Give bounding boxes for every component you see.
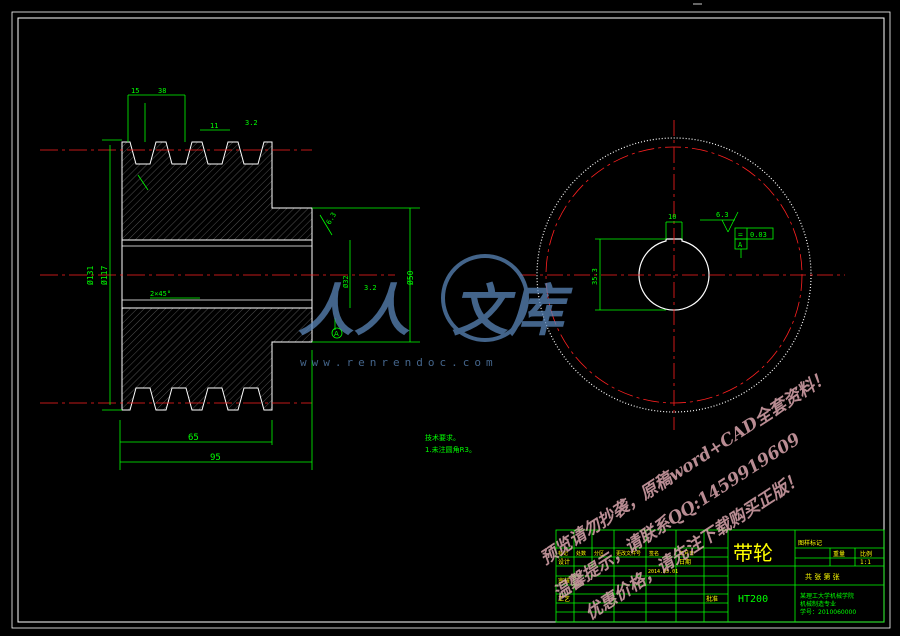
row-label-3: 更改文件号 <box>616 550 641 557</box>
section-view: A 15 38 11 3.2 Ø131 Ø117 65 95 Ø32 Ø50 2… <box>40 87 476 470</box>
dim-roughness-top: 3.2 <box>245 119 258 127</box>
school-line1: 某理工大学机械学院 <box>800 592 854 600</box>
sheet-border-outer <box>11 11 891 629</box>
design-label: 设计 <box>558 558 570 566</box>
hatch-rim-lower <box>121 307 313 411</box>
part-name: 带轮 <box>733 541 773 565</box>
watermark-logo-right: 文库 <box>452 279 573 344</box>
row-label-1: 处数 <box>576 550 586 557</box>
dim-groove-pitch: 15 <box>131 87 139 95</box>
watermark-logo-left: 人人 <box>298 279 410 344</box>
scale-value: 1:1 <box>860 559 871 566</box>
dim-groove-top: 38 <box>158 87 166 95</box>
title-block <box>555 529 885 623</box>
approve-label: 批准 <box>706 595 718 603</box>
top-label: 图样标记 <box>798 539 822 547</box>
dim-total-length: 95 <box>210 453 221 463</box>
tech-req-line1: 1.未注圆角R3。 <box>425 445 476 454</box>
row-label-2: 分区 <box>594 550 604 557</box>
material: HT200 <box>738 594 768 605</box>
hatch-rim-upper <box>121 141 313 241</box>
bore-with-keyway <box>638 238 710 311</box>
dim-bore: Ø32 <box>342 275 350 288</box>
datum-circle-a <box>331 327 343 339</box>
check-label: 审核 <box>558 577 570 585</box>
side-view: 6.3 = 0.03 A 10 35.3 <box>520 120 845 430</box>
process-label: 工艺 <box>558 595 570 603</box>
hub-label: 35.3 <box>591 268 599 285</box>
watermark-text-block: 预览请勿抄袭，原稿word+CAD全套资料！ 温馨提示，请联系QQ:145991… <box>537 367 833 624</box>
tech-req-title: 技术要求。 <box>425 433 460 442</box>
dim-roughness-bore: 3.2 <box>364 284 377 292</box>
tol-value: 0.03 <box>750 231 767 239</box>
dim-hub-dia: Ø50 <box>405 270 415 285</box>
keyway-dim: 10 <box>668 213 676 221</box>
dim-pd: Ø117 <box>99 266 109 285</box>
watermark-logo: 人人 文库 www.renrendoc.com <box>298 254 573 369</box>
sheet-border-inner <box>17 17 885 623</box>
dim-hub-length: 65 <box>188 433 199 443</box>
tol-datum: A <box>738 241 743 249</box>
side-roughness: 6.3 <box>716 211 729 219</box>
watermark-line1: 预览请勿抄袭，原稿word+CAD全套资料！ <box>537 367 833 569</box>
dim-od: Ø131 <box>85 266 95 285</box>
dim-groove-depth: 11 <box>210 122 218 130</box>
tol-symbol: = <box>738 230 743 239</box>
date-value: 2014.05.01 <box>648 569 678 575</box>
sheet-label: 共 张 第 张 <box>805 572 840 581</box>
row-label-4: 签名 <box>649 550 659 557</box>
scale-label: 比例 <box>860 550 872 558</box>
watermark-site: www.renrendoc.com <box>300 356 498 369</box>
dim-roughness-hub: 6.3 <box>325 211 338 226</box>
dim-chamfer: 2×45° <box>150 290 171 298</box>
watermark-line2: 温馨提示，请联系QQ:1459919609 <box>550 429 804 604</box>
school-line2: 机械制造专业 <box>800 600 836 608</box>
bore-outline <box>121 239 313 309</box>
row-label-0: 标记 <box>558 550 568 557</box>
row-label-5: 年月日 <box>679 550 694 557</box>
datum-label-a: A <box>334 330 339 338</box>
date-label: 日期 <box>679 558 691 566</box>
weight-label: 重量 <box>833 550 845 558</box>
school-line3: 学号：2010060000 <box>800 608 856 616</box>
